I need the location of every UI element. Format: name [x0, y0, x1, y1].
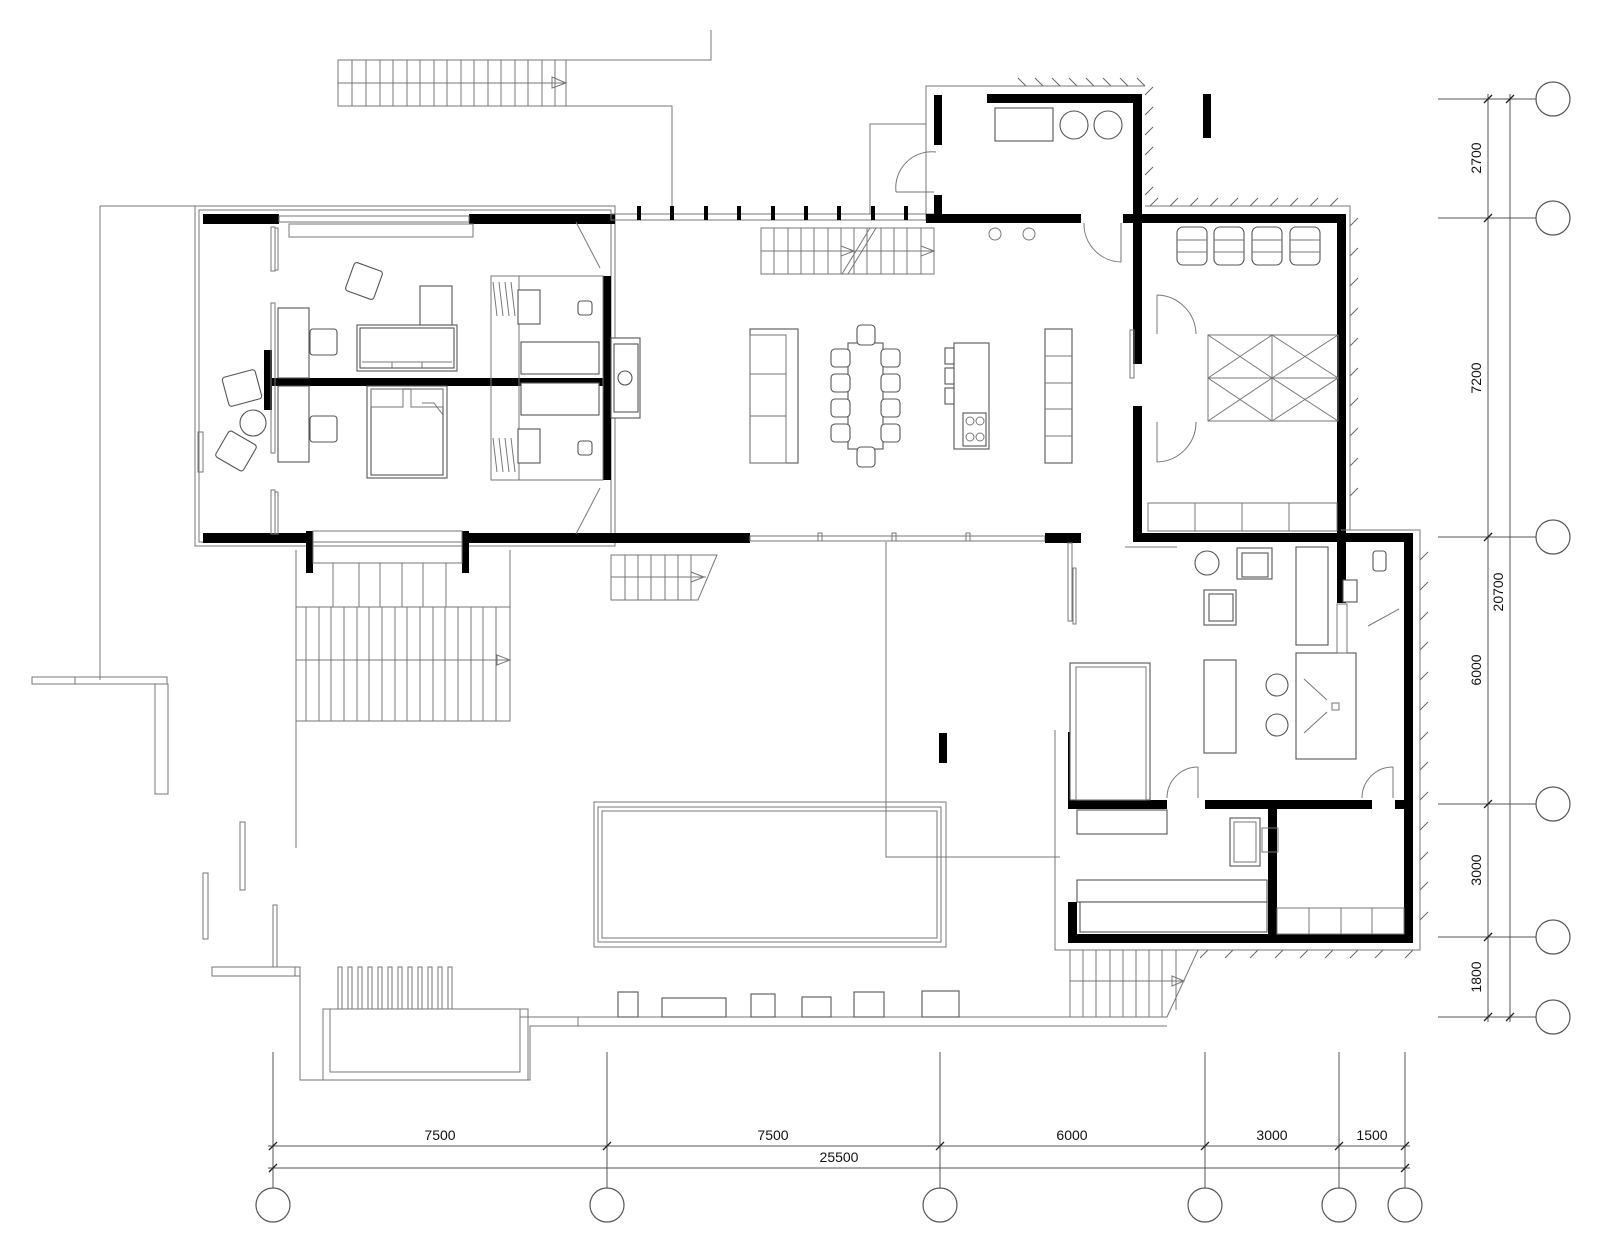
dim-h-total: 25500	[820, 1149, 859, 1165]
east-storage-room	[1129, 197, 1359, 544]
exterior-stair-top	[337, 30, 712, 208]
dim-v-1: 2700	[1468, 142, 1484, 173]
dim-v-2: 7200	[1468, 362, 1484, 393]
dim-v-total: 20700	[1490, 572, 1506, 611]
dim-v-3: 6000	[1468, 654, 1484, 685]
dim-h-5: 1500	[1356, 1127, 1387, 1143]
dim-v-4: 3000	[1468, 854, 1484, 885]
dim-h-4: 3000	[1256, 1127, 1287, 1143]
vertical-dimensions	[1438, 81, 1571, 1035]
dim-h-1: 7500	[424, 1127, 455, 1143]
terrace-area	[31, 542, 1199, 1081]
dim-v-5: 1800	[1468, 961, 1484, 992]
living-dining-area	[610, 206, 1081, 625]
north-utility-room	[869, 77, 1341, 263]
horizontal-dimensions	[255, 1052, 1423, 1223]
west-wing	[99, 205, 750, 680]
dim-h-2: 7500	[757, 1127, 788, 1143]
spa-wing	[1054, 529, 1429, 959]
dim-h-3: 6000	[1056, 1127, 1087, 1143]
